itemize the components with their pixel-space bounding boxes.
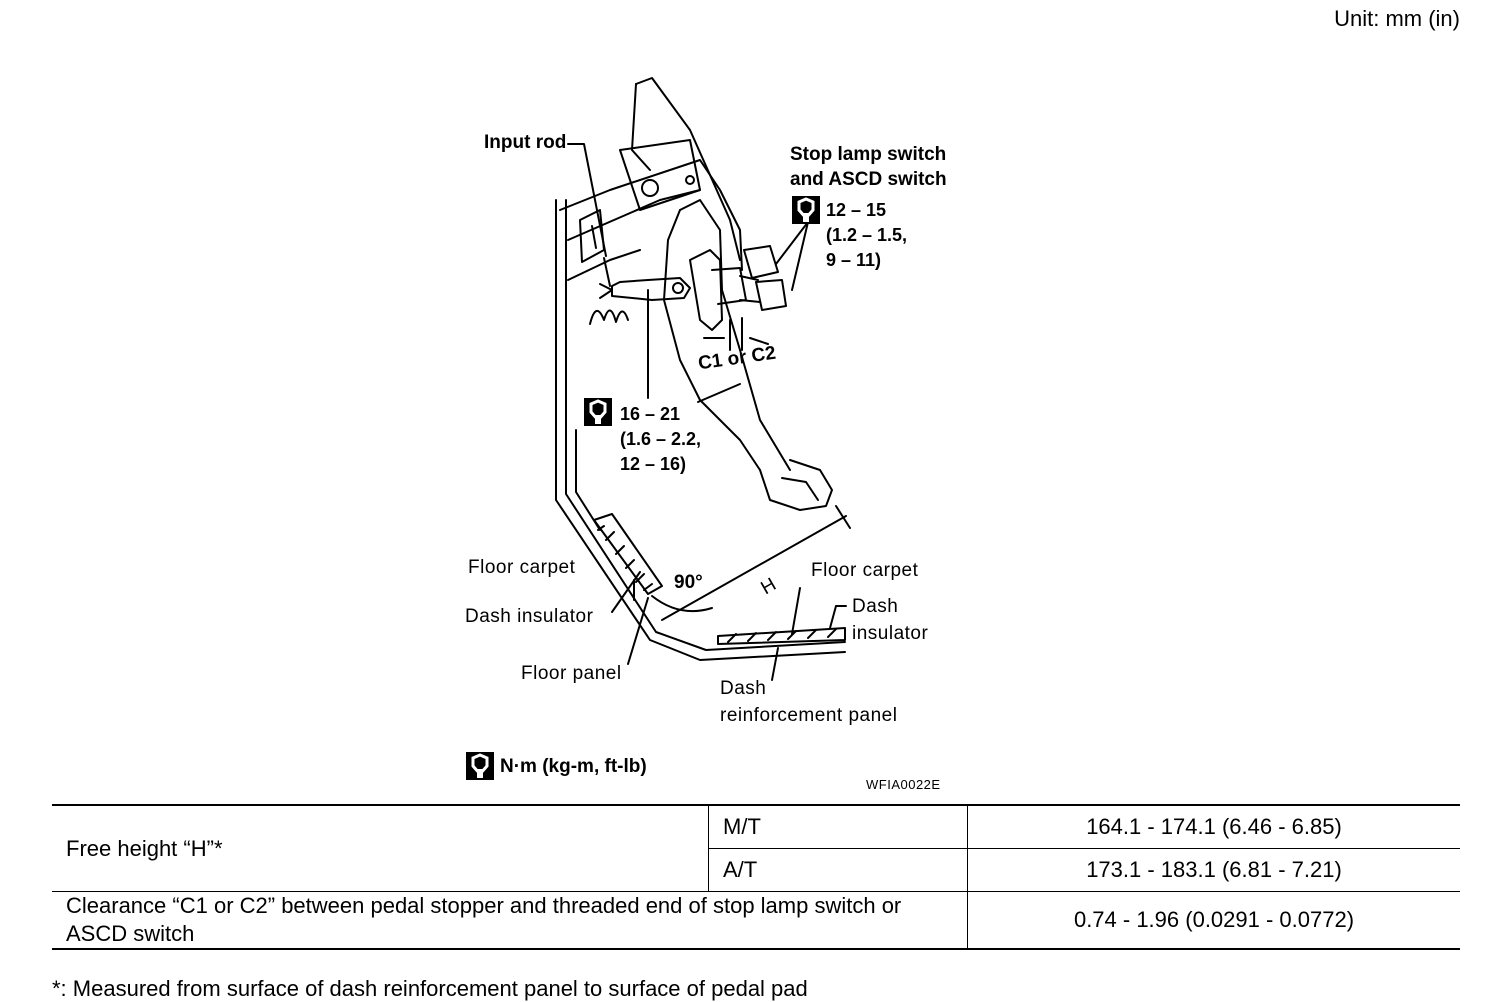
brake-pedal-diagram: Input rod Stop lamp switch and ASCD swit… [465, 77, 947, 792]
torque-wrench-icon [584, 398, 612, 426]
pedal-torque-line3: 12 – 16) [620, 454, 687, 474]
label-dash-insulator-left: Dash insulator [465, 606, 594, 627]
free-height-label: Free height “H”* [52, 804, 709, 892]
figure-code: WFIA0022E [866, 777, 941, 792]
label-floor-carpet-left: Floor carpet [468, 557, 576, 578]
label-angle-90: 90° [674, 572, 703, 593]
label-dash-reinforcement-2: reinforcement panel [720, 705, 898, 726]
pedal-torque-line1: 16 – 21 [620, 404, 681, 424]
transmission-type-at: A/T [708, 848, 968, 892]
table-row: A/T 173.1 - 183.1 (6.81 - 7.21) [52, 848, 1460, 892]
clearance-label: Clearance “C1 or C2” between pedal stopp… [52, 891, 968, 950]
torque-wrench-icon [792, 196, 820, 224]
switch-torque-line2: (1.2 – 1.5, [826, 225, 908, 245]
label-dash-reinforcement-1: Dash [720, 678, 767, 699]
label-floor-carpet-right: Floor carpet [811, 560, 919, 581]
clearance-value: 0.74 - 1.96 (0.0291 - 0.0772) [967, 891, 1460, 950]
transmission-type-mt: M/T [708, 804, 968, 849]
label-floor-panel: Floor panel [521, 663, 622, 684]
torque-wrench-icon [466, 752, 494, 780]
footnote: *: Measured from surface of dash reinfor… [52, 976, 808, 1001]
label-ascd-switch: and ASCD switch [790, 169, 947, 190]
switch-torque-line3: 9 – 11) [826, 250, 882, 270]
table-row: Clearance “C1 or C2” between pedal stopp… [52, 891, 1460, 950]
free-height-value-at: 173.1 - 183.1 (6.81 - 7.21) [967, 848, 1460, 892]
pedal-drawing [555, 77, 851, 681]
pedal-torque-line2: (1.6 – 2.2, [620, 429, 702, 449]
label-input-rod: Input rod [484, 132, 567, 153]
free-height-value-mt: 164.1 - 174.1 (6.46 - 6.85) [967, 804, 1460, 849]
label-dash-insulator-right-2: insulator [852, 623, 929, 644]
torque-unit-legend: N·m (kg-m, ft-lb) [500, 756, 647, 777]
table-row: Free height “H”* M/T 164.1 - 174.1 (6.46… [52, 804, 1460, 892]
unit-label: Unit: mm (in) [1334, 6, 1460, 31]
switch-torque-line1: 12 – 15 [826, 200, 887, 220]
label-stop-lamp-switch: Stop lamp switch [790, 144, 947, 165]
label-dash-insulator-right-1: Dash [852, 596, 899, 617]
pedal-spec-table: Free height “H”* M/T 164.1 - 174.1 (6.46… [52, 804, 1460, 950]
